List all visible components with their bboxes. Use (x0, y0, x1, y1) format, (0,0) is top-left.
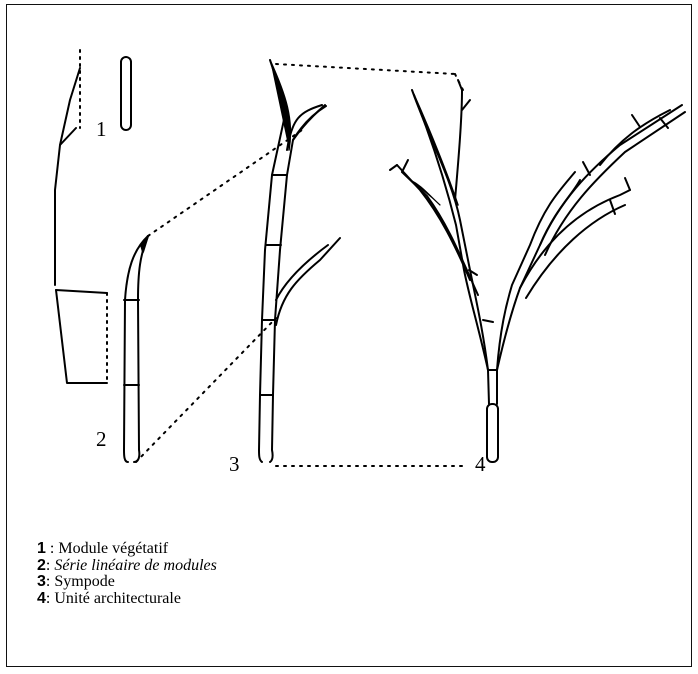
sympode-3 (259, 60, 340, 462)
legend-number: 2 (37, 557, 46, 574)
linear-series-2 (124, 236, 148, 462)
legend-text: Sympode (54, 573, 114, 590)
label-3: 3 (229, 452, 240, 476)
legend-number: 3 (37, 573, 46, 590)
legend-text: Unité architecturale (54, 590, 181, 607)
legend-item: 1 : Module végétatif (37, 541, 217, 558)
legend-text: Série linéaire de modules (54, 557, 216, 574)
label-2: 2 (96, 427, 107, 451)
module-1 (121, 57, 131, 130)
label-4: 4 (475, 452, 486, 476)
label-1: 1 (96, 117, 107, 141)
module-schematic-dotted (80, 50, 107, 383)
legend-number: 1 (37, 540, 46, 557)
module-schematic (55, 68, 107, 383)
legend: 1 : Module végétatif 2: Série linéaire d… (37, 541, 217, 607)
legend-item: 3: Sympode (37, 574, 217, 591)
legend-item: 2: Série linéaire de modules (37, 558, 217, 575)
connection-lines (136, 64, 468, 466)
legend-text: Module végétatif (58, 540, 168, 557)
architectural-unit-4 (390, 80, 685, 462)
legend-item: 4: Unité architecturale (37, 591, 217, 608)
legend-number: 4 (37, 590, 46, 607)
legend-separator: : (46, 540, 58, 557)
